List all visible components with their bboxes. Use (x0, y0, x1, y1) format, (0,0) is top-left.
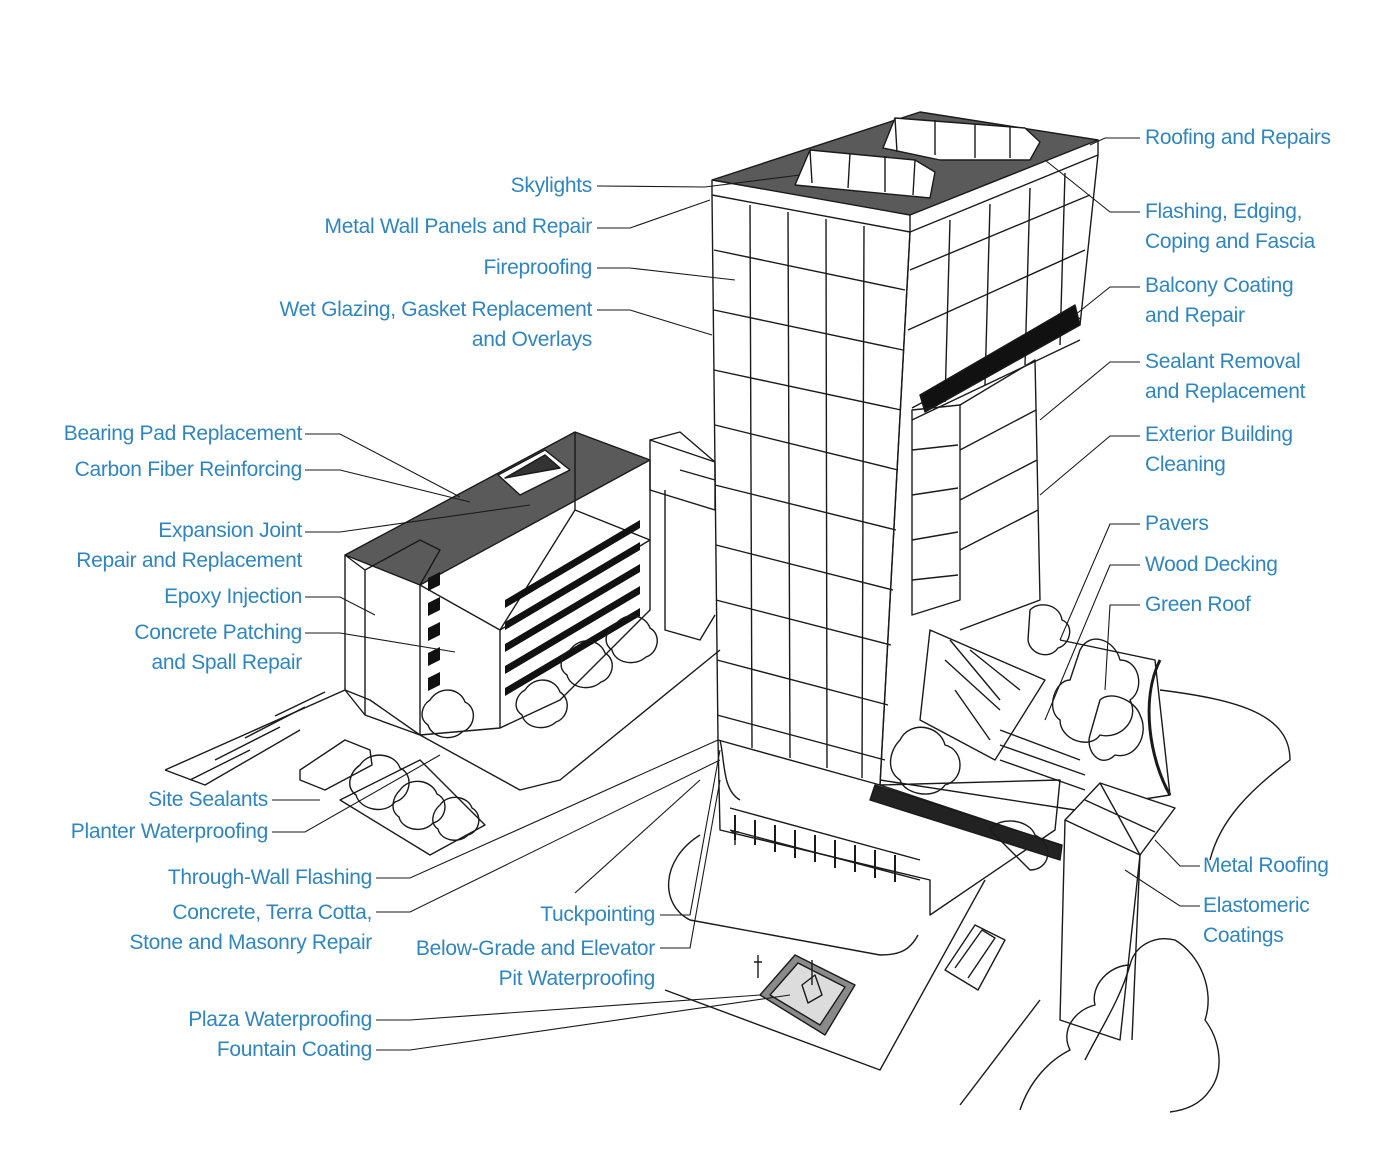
label-line: Plaza Waterproofing (188, 1008, 372, 1031)
label-line: Carbon Fiber Reinforcing (74, 458, 303, 481)
label-through-wall-flashing: Through-Wall Flashing (168, 863, 372, 893)
street-right (959, 999, 1041, 1106)
label-line: Planter Waterproofing (70, 820, 269, 843)
fountain (759, 954, 856, 1036)
car (944, 924, 1006, 991)
label-masonry-repair: Concrete, Terra Cotta, Stone and Masonry… (129, 898, 372, 958)
label-line: Expansion Joint (158, 519, 302, 542)
label-line: Coping and Fascia (1145, 230, 1316, 253)
label-line: Metal Wall Panels and Repair (324, 215, 593, 238)
label-metal-roofing: Metal Roofing (1203, 851, 1329, 881)
label-line: Skylights (510, 174, 593, 197)
label-line: Repair and Replacement (76, 549, 302, 572)
label-flashing-edging: Flashing, Edging, Coping and Fascia (1145, 197, 1315, 257)
person (754, 955, 762, 978)
label-site-sealants: Site Sealants (148, 785, 268, 815)
label-line: Fountain Coating (216, 1038, 372, 1061)
label-wet-glazing: Wet Glazing, Gasket Replacement and Over… (279, 295, 593, 355)
foreground-tree (1019, 938, 1220, 1113)
label-bearing-pad: Bearing Pad Replacement (63, 419, 303, 449)
label-line: Pavers (1145, 512, 1209, 535)
label-line: Balcony Coating (1145, 274, 1294, 297)
tower (711, 111, 1099, 916)
label-wood-decking: Wood Decking (1145, 550, 1278, 580)
label-line: Concrete Patching (134, 621, 302, 644)
label-plaza-waterproofing: Plaza Waterproofing (188, 1005, 372, 1035)
label-tuckpointing: Tuckpointing (540, 900, 655, 930)
label-line: Epoxy Injection (164, 585, 302, 608)
label-line: Tuckpointing (540, 903, 655, 926)
label-exterior-cleaning: Exterior Building Cleaning (1145, 420, 1293, 480)
label-line: Through-Wall Flashing (167, 866, 372, 889)
van (299, 739, 373, 791)
curb-right (1159, 689, 1291, 861)
label-line: Site Sealants (148, 788, 268, 811)
person (731, 825, 739, 845)
label-fireproofing: Fireproofing (483, 253, 593, 283)
label-line: Metal Roofing (1203, 854, 1329, 877)
label-carbon-fiber: Carbon Fiber Reinforcing (74, 455, 303, 485)
label-line: Flashing, Edging, (1145, 200, 1303, 223)
label-line: Bearing Pad Replacement (63, 422, 303, 445)
label-elastomeric-coatings: Elastomeric Coatings (1203, 891, 1310, 951)
label-below-grade: Below-Grade and Elevator Pit Waterproofi… (416, 934, 655, 994)
label-sealant-removal: Sealant Removal and Replacement (1145, 347, 1305, 407)
parking-stripes (189, 691, 326, 781)
garage-trees (349, 615, 658, 841)
label-roofing-repairs: Roofing and Repairs (1145, 123, 1331, 153)
label-metal-wall-panels: Metal Wall Panels and Repair (324, 212, 593, 242)
label-pavers: Pavers (1145, 509, 1209, 539)
label-line: Wood Decking (1145, 553, 1278, 576)
label-green-roof: Green Roof (1145, 590, 1251, 620)
label-line: and Repair (1145, 304, 1245, 327)
label-balcony-coating: Balcony Coating and Repair (1145, 271, 1294, 331)
label-line: Sealant Removal (1145, 350, 1301, 373)
label-line: Elastomeric (1203, 894, 1310, 917)
label-line: Stone and Masonry Repair (129, 931, 372, 954)
label-line: Coatings (1203, 924, 1284, 947)
label-line: Wet Glazing, Gasket Replacement (279, 298, 593, 321)
right-wing (879, 604, 1176, 1041)
label-line: Exterior Building (1145, 423, 1293, 446)
label-line: Fireproofing (483, 256, 593, 279)
label-fountain-coating: Fountain Coating (217, 1035, 372, 1065)
label-line: Cleaning (1145, 453, 1226, 476)
planter-bed-left (339, 759, 486, 856)
label-planter-waterproofing: Planter Waterproofing (70, 817, 269, 847)
parking-edge (164, 729, 301, 786)
label-epoxy-injection: Epoxy Injection (164, 582, 302, 612)
label-line: and Replacement (1145, 380, 1306, 403)
label-line: Below-Grade and Elevator (415, 937, 655, 960)
label-line: and Overlays (471, 328, 592, 351)
label-line: Roofing and Repairs (1145, 126, 1331, 149)
plaza-outline (664, 879, 986, 1071)
parking-garage (344, 431, 716, 736)
label-line: Pit Waterproofing (498, 967, 656, 990)
label-expansion-joint: Expansion Joint Repair and Replacement (76, 516, 302, 576)
label-skylights: Skylights (510, 171, 593, 201)
label-concrete-patching: Concrete Patching and Spall Repair (134, 618, 302, 678)
leader-lines (272, 137, 1200, 1051)
label-line: Concrete, Terra Cotta, (172, 901, 372, 924)
label-line: and Spall Repair (151, 651, 303, 674)
street-center (668, 834, 919, 956)
label-line: Green Roof (1145, 593, 1251, 616)
